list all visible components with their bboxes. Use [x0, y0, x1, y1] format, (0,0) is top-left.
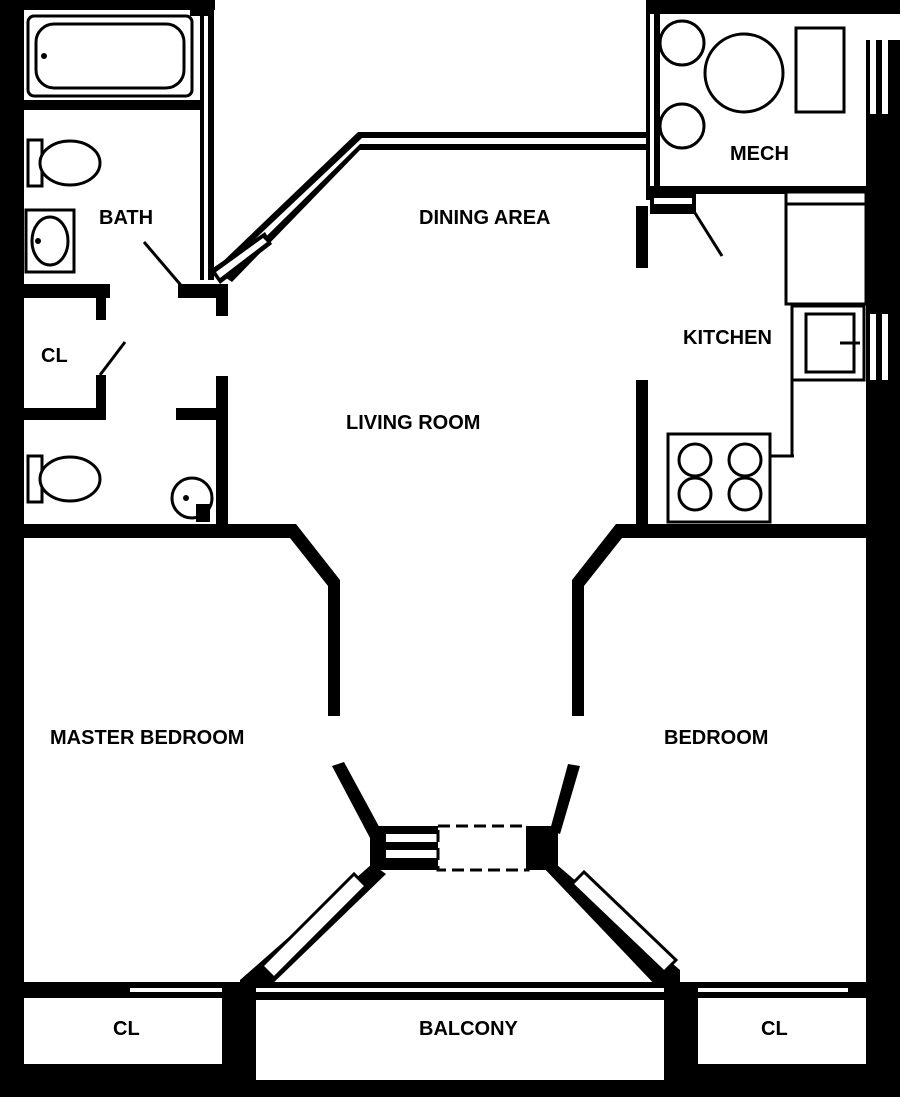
balcony-doors: [240, 864, 680, 990]
living-room-label: LIVING ROOM: [346, 412, 480, 434]
right-closet-label: CL: [761, 1018, 788, 1040]
bedroom-label: BEDROOM: [664, 727, 768, 749]
toilet-icon: [26, 454, 102, 504]
bathtub-icon: [26, 14, 194, 98]
dining-area-label: DINING AREA: [419, 207, 550, 229]
mech-room: [646, 0, 900, 257]
kitchen: [636, 190, 900, 526]
bottom-section: [24, 982, 866, 1080]
kitchen-label: KITCHEN: [683, 327, 772, 349]
master-bedroom-label: MASTER BEDROOM: [50, 727, 244, 749]
left-closet-label: CL: [113, 1018, 140, 1040]
hall-closet-and-half-bath: [24, 284, 228, 526]
mech-label: MECH: [730, 143, 789, 165]
balcony-label: BALCONY: [419, 1018, 519, 1040]
dining-window: [210, 132, 652, 284]
hall-closet-label: CL: [41, 345, 68, 367]
bath-label: BATH: [99, 207, 153, 229]
bath-fixtures: [24, 0, 228, 316]
kitchen-sink-icon: [790, 304, 866, 382]
interior-walls: [24, 524, 866, 872]
sink-icon: [24, 208, 76, 274]
toilet-icon: [26, 138, 102, 188]
sink-icon: [170, 476, 214, 522]
stove-icon: [666, 432, 772, 524]
